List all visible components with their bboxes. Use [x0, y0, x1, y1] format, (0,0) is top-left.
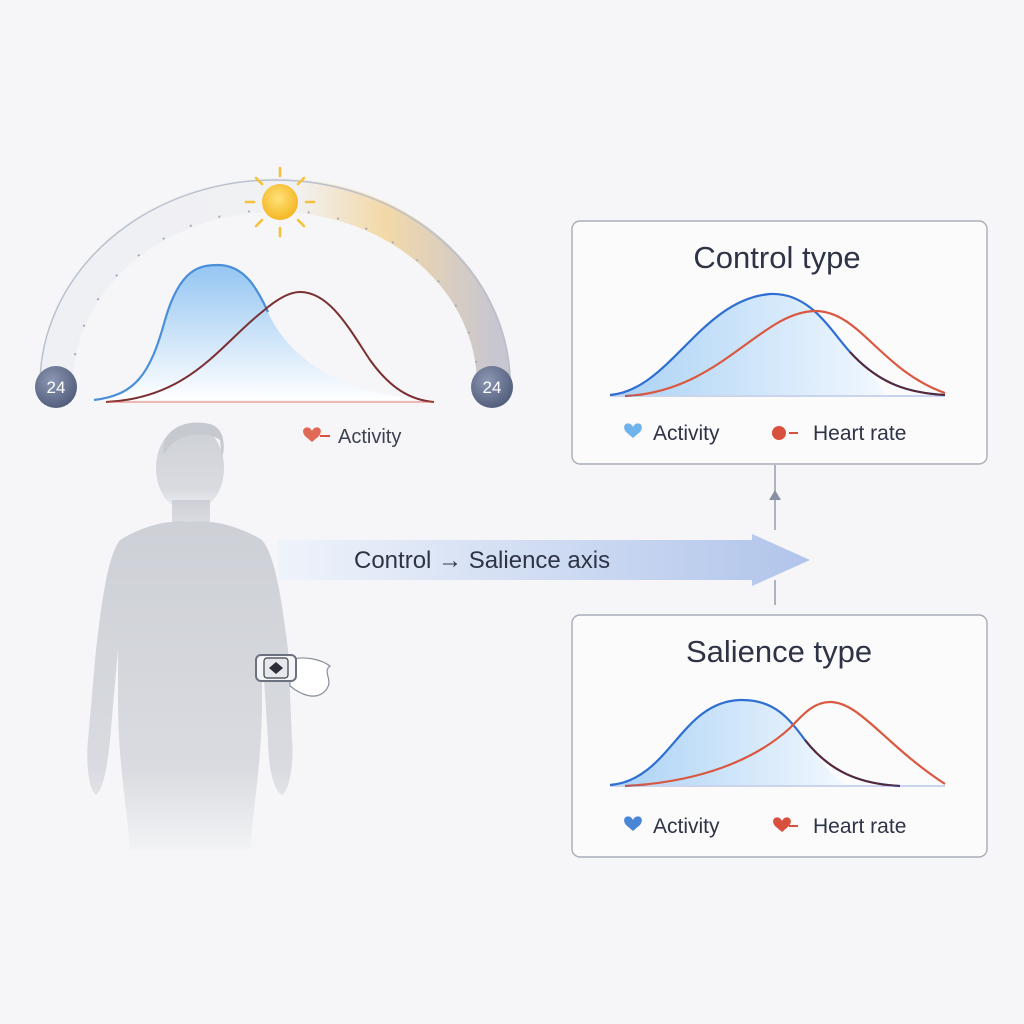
salience-legend-activity: Activity	[653, 815, 720, 838]
right-time-badge: 24	[471, 366, 513, 408]
left-legend: Activity	[303, 426, 401, 448]
heart-icon	[303, 427, 321, 442]
control-panel-title: Control type	[693, 240, 860, 275]
salience-activity-fill	[610, 699, 845, 785]
right-time-label: 24	[483, 378, 502, 397]
day-arc-outline	[39, 179, 511, 386]
salience-panel-title: Salience type	[686, 634, 872, 669]
left-activity-curve	[93, 263, 432, 402]
control-legend: Activity Heart rate	[624, 422, 906, 445]
control-legend-activity: Activity	[653, 422, 720, 445]
salience-type-panel: Salience type Activity Heart rate	[571, 614, 988, 858]
panel-connector	[769, 465, 781, 605]
salience-overlap-curve	[804, 739, 901, 787]
left-legend-activity-label: Activity	[338, 426, 401, 448]
salience-heart-rate-curve	[624, 700, 946, 788]
control-legend-heart-rate: Heart rate	[813, 422, 906, 445]
salience-legend-heart-rate: Heart rate	[813, 815, 906, 838]
activity-heart-icon	[624, 423, 642, 438]
control-salience-axis: Control → Salience axis	[278, 534, 810, 586]
salience-legend: Activity Heart rate	[624, 815, 906, 838]
sun-icon	[244, 166, 316, 238]
left-heart-rate-curve	[105, 290, 435, 403]
control-type-panel: Control type Activity Heart rate	[571, 220, 988, 465]
control-heart-rate-curve	[624, 309, 946, 398]
left-time-label: 24	[47, 378, 66, 397]
axis-label: Control → Salience axis	[354, 547, 610, 574]
heart-rate-dot-icon	[772, 426, 786, 440]
control-overlap-curve	[849, 351, 946, 396]
heart-rate-heart-icon	[773, 817, 791, 832]
smartwatch-icon	[255, 654, 331, 697]
activity-heart-icon	[624, 816, 642, 831]
left-time-badge: 24	[35, 366, 77, 408]
person-silhouette	[87, 422, 293, 850]
